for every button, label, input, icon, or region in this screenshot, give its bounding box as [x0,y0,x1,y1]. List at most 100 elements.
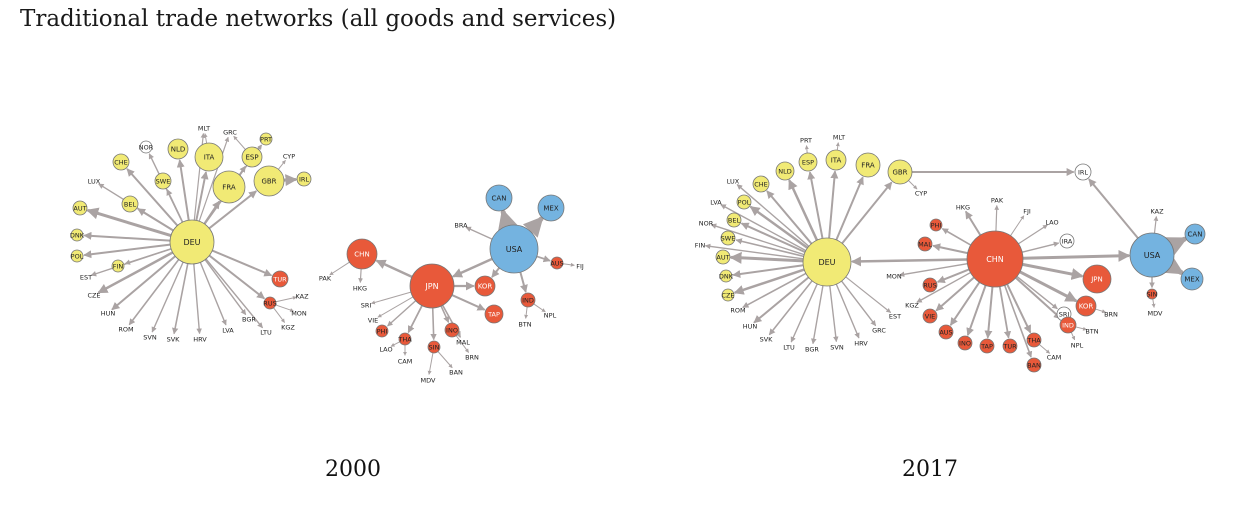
edge-2017-deu-svk [768,280,813,336]
node-2017-pol: POL [736,194,752,210]
edge-2000-gbr-cyp [277,160,286,170]
node-label-2017-ira: IRA [1062,237,1073,245]
node-circle-2017-mex [1180,267,1204,291]
edge-2000-jpn-ino [440,305,450,323]
edge-2000-deu-che [126,168,179,227]
node-circle-2017-usa [1129,232,1175,278]
node-circle-2000-fin [111,259,125,273]
node-2000-chn: CHN [346,238,378,270]
node-circle-2017-ind [1059,316,1077,334]
node-label-2017-mdv: MDV [1148,309,1163,317]
node-label-2000-sri: SRI [361,301,372,309]
node-label-2017-sin: SIN [1147,290,1158,298]
edge-2017-ind-npl [1070,331,1076,341]
node-label-2017-cze: CZE [721,291,734,299]
node-circle-2000-aut [72,200,88,216]
node-2000-pol: POL [70,249,84,263]
edge-2017-usa-mex [1161,255,1185,275]
node-2000-mon: MON [291,309,307,317]
edge-2000-jpn-tap [451,294,486,311]
node-2000-nor: NOR [139,140,154,154]
edge-2000-chn-pak [329,261,350,276]
node-2000-lux: LUX [88,177,101,185]
edge-2017-deu-hrv [835,283,860,339]
edge-2017-chn-tur [998,285,1012,339]
node-label-2017-nor: NOR [699,219,714,227]
node-label-2000-lux: LUX [88,177,101,185]
edge-2000-deu-gbr [208,190,257,230]
node-label-2017-vie: VIE [925,312,935,320]
edge-2000-ind-btn [524,306,529,319]
edge-2000-jpn-sri [370,291,412,305]
node-label-2000-ban: BAN [449,368,463,376]
node-2000-swe: SWE [154,172,172,190]
node-2000-bgr: BGR [242,315,256,323]
node-circle-2000-dnk [70,228,84,242]
edge-2000-usa-aus [535,255,551,263]
node-label-2000-aus: AUS [550,259,563,267]
node-2000-grc: GRC [223,128,237,136]
edge-2017-chn-vie [935,276,975,312]
node-label-2017-che: CHE [754,180,768,188]
node-2017-tap: TAP [979,338,995,354]
node-circle-2000-fra [212,170,246,204]
node-2017-mal: MAL [917,236,933,252]
node-label-2017-nld: NLD [778,167,792,175]
node-2017-ino: INO [957,335,973,351]
node-circle-2000-deu [169,219,215,265]
node-2000-kor: KOR [474,275,496,297]
node-circle-2000-irl [296,171,312,187]
node-2017-hrv: HRV [854,339,868,347]
edge-2017-ita-mlt [835,142,840,151]
node-2000-sri: SRI [361,301,372,309]
node-label-2000-grc: GRC [223,128,237,136]
edge-2000-jpn-tha [407,304,423,334]
node-2017-fra: FRA [855,152,881,178]
node-label-2017-bel: BEL [728,216,741,224]
node-2000-aus: AUS [550,256,564,270]
node-label-2000-cze: CZE [87,291,100,299]
node-2000-che: CHE [112,153,130,171]
edge-2000-deu-hun [111,255,177,311]
node-2000-pak: PAK [319,274,332,282]
node-label-2017-mon: MON [886,272,902,280]
edge-2000-deu-grc [198,136,230,222]
node-2017-mex: MEX [1180,267,1204,291]
node-circle-2017-aut [715,249,731,265]
year-label-2017: 2017 [902,457,958,482]
edge-2017-esp-prt [804,145,809,154]
node-circle-2000-gbr [253,165,285,197]
node-circle-2017-can [1184,223,1206,245]
edge-2017-chn-aus [950,281,981,326]
node-label-2017-tap: TAP [980,342,993,350]
node-label-2000-bra: BRA [454,221,468,229]
node-2017-svn: SVN [830,343,844,351]
node-2017-ita: ITA [825,149,847,171]
node-label-2000-hkg: HKG [353,284,367,292]
node-label-2000-bel: BEL [124,200,137,208]
node-2000-lva: LVA [222,326,234,334]
node-2017-esp: ESP [798,152,818,172]
node-circle-2017-kor [1075,295,1097,317]
edge-2000-deu-svk [171,262,189,335]
edge-2017-deu-fin [704,243,804,260]
node-2017-kaz: KAZ [1150,207,1164,215]
node-circle-2000-jpn [409,263,455,309]
node-circle-2017-tha [1026,332,1042,348]
node-circle-2017-pol [736,194,752,210]
node-label-2017-ita: ITA [831,156,842,164]
node-circle-2000-chn [346,238,378,270]
node-label-2000-lao: LAO [379,345,392,353]
edge-2017-sin-mdv [1151,298,1156,308]
node-2017-svk: SVK [760,335,774,343]
node-label-2000-ind: IND [522,296,534,304]
node-2017-vie: VIE [922,308,938,324]
node-label-2000-che: CHE [114,158,128,166]
edge-2017-kor-brn [1095,308,1107,314]
node-circle-2017-ban [1026,357,1042,373]
node-label-2000-hrv: HRV [193,335,207,343]
node-2017-rus: RUS [922,277,938,293]
node-2000-hrv: HRV [193,335,207,343]
node-circle-2017-rus [922,277,938,293]
node-circle-2017-sin [1146,288,1158,300]
